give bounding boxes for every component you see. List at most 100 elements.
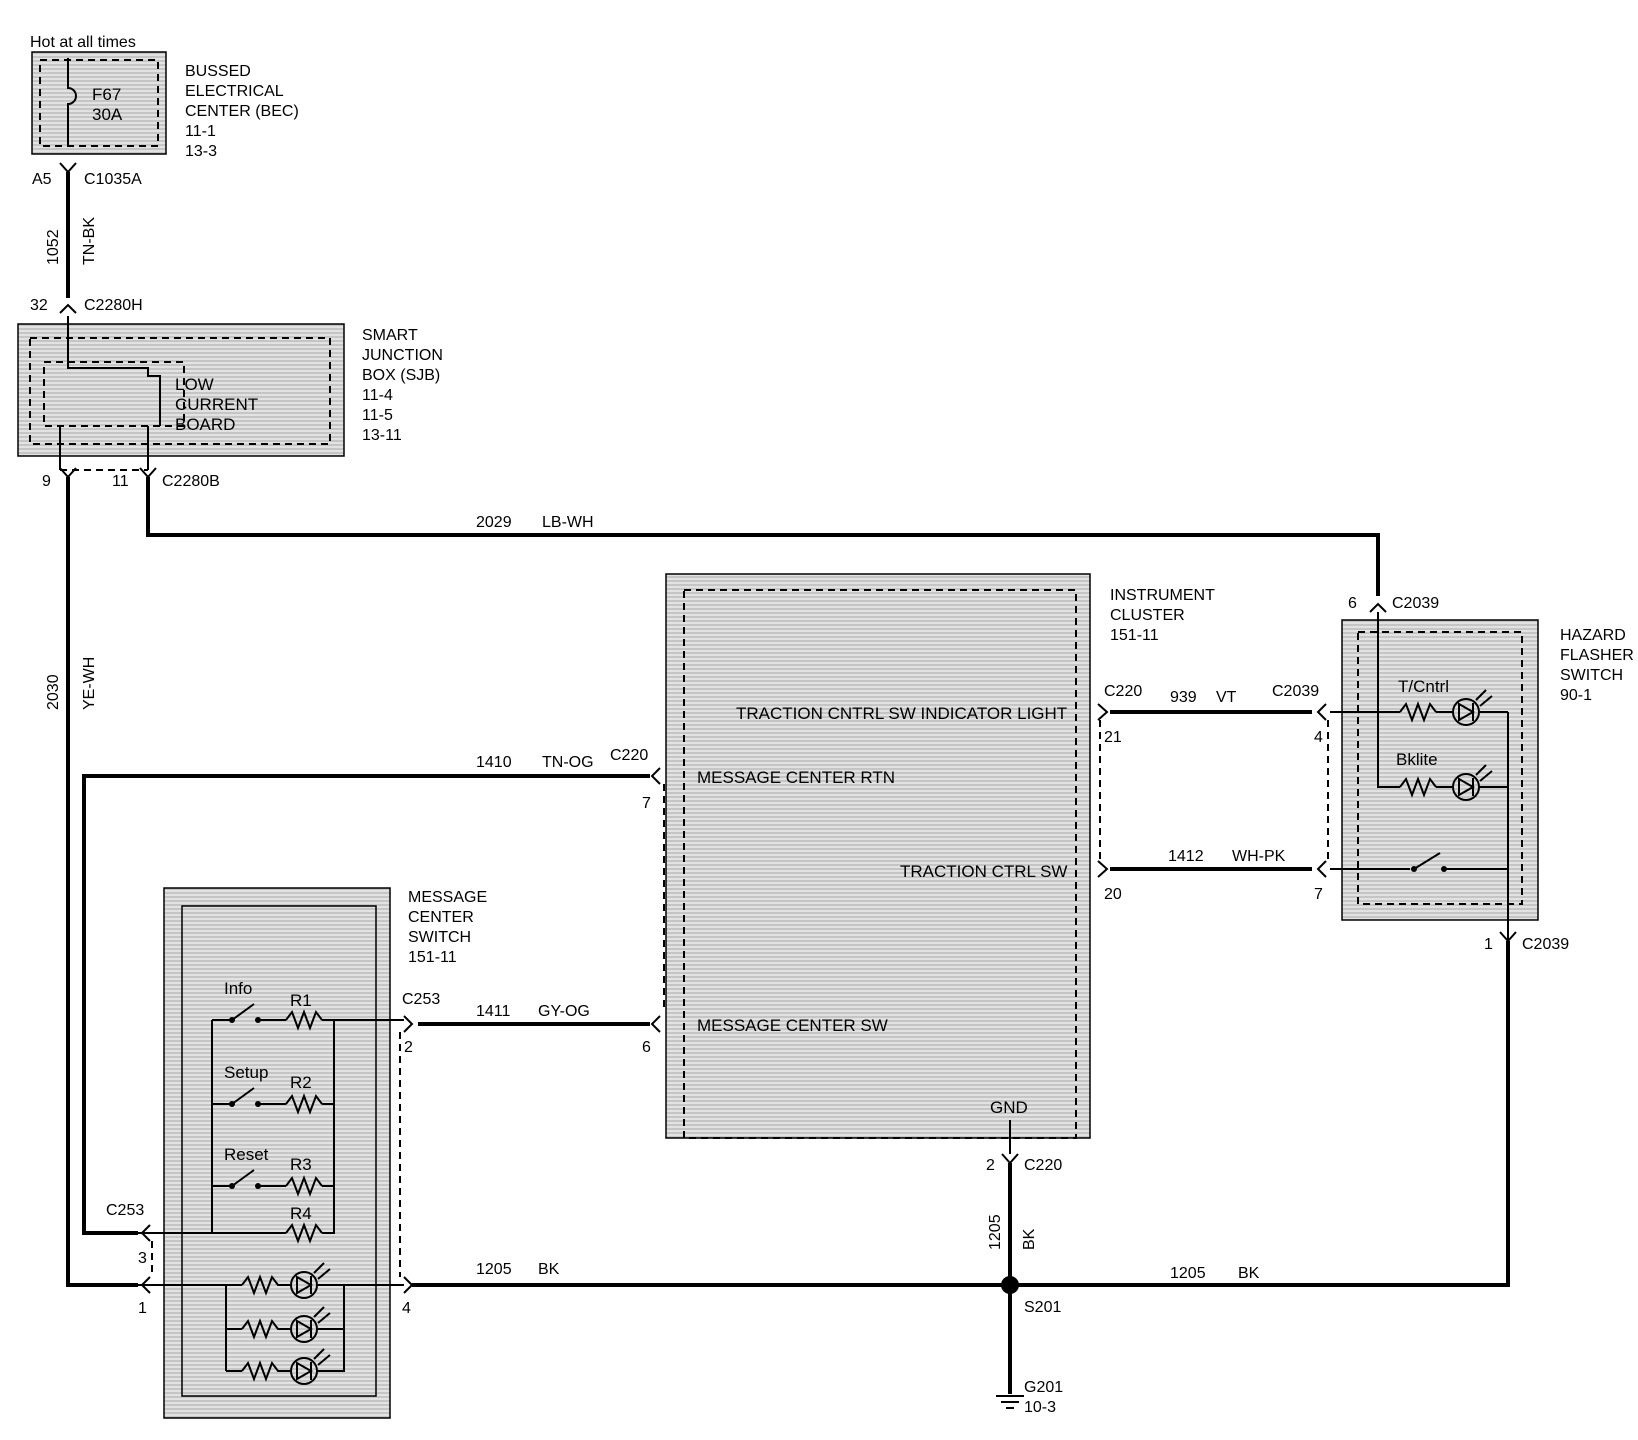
cluster-msg-sw: MESSAGE CENTER SW	[697, 1016, 888, 1035]
bec-name-4: 11-1	[185, 123, 216, 140]
cluster-gnd: GND	[990, 1098, 1028, 1117]
hazard-top-pin: 6	[1348, 595, 1357, 612]
cluster-c220-left: C220	[610, 747, 648, 764]
switch-reset-contact	[231, 1169, 255, 1187]
msg-switch-pin-1: 1	[138, 1300, 147, 1317]
resistor-bklite	[1399, 776, 1437, 798]
cluster-name-3: 151-11	[1110, 627, 1159, 644]
msg-switch-name-2: CENTER	[408, 909, 474, 926]
wire-1052-color: TN-BK	[81, 217, 98, 265]
wire-1205-color-vert: BK	[1021, 1228, 1038, 1250]
switch-setup-contact	[231, 1087, 255, 1105]
message-center-switch-component: Info R1 Setup R2 Reset R3 R4	[138, 887, 487, 1419]
instrument-cluster-component: TRACTION CNTRL SW INDICATOR LIGHT MESSAG…	[665, 573, 1215, 1139]
msg-switch-pin-2: 2	[404, 1039, 413, 1056]
hazard-name-4: 90-1	[1560, 687, 1592, 704]
cluster-pin6-symbol	[650, 1015, 661, 1033]
ground-ref: 10-3	[1024, 1399, 1056, 1416]
wire-1205-color-left: BK	[538, 1261, 560, 1278]
cluster-pin-20: 20	[1104, 886, 1122, 903]
wire-1411-circuit: 1411	[476, 1003, 511, 1020]
msg-switch-pin-4: 4	[402, 1300, 411, 1317]
msg-switch-pin1-symbol	[140, 1276, 151, 1294]
ground-symbol-icon	[996, 1395, 1024, 1409]
wire-1205-circuit-right: 1205	[1170, 1265, 1206, 1282]
cluster-pin7-symbol	[650, 767, 661, 785]
bec-name-3: CENTER (BEC)	[185, 103, 299, 120]
msg-switch-r2: R2	[290, 1073, 312, 1092]
hazard-c2039-bottom: C2039	[1522, 936, 1569, 953]
cluster-name-2: CLUSTER	[1110, 607, 1185, 624]
wire-1412-circuit: 1412	[1168, 848, 1204, 865]
hazard-lamp-2: Bklite	[1396, 750, 1438, 769]
msg-switch-r3: R3	[290, 1155, 312, 1174]
cluster-pin-21: 21	[1104, 729, 1122, 746]
wire-2029-color: LB-WH	[542, 514, 594, 531]
wire-2029-circuit: 2029	[476, 514, 512, 531]
cluster-msg-rtn: MESSAGE CENTER RTN	[697, 768, 895, 787]
sjb-name-5: 11-5	[362, 407, 393, 424]
cluster-name-1: INSTRUMENT	[1110, 587, 1215, 604]
msg-switch-name-4: 151-11	[408, 949, 457, 966]
wire-1205	[412, 941, 1510, 1287]
cluster-pin-2: 2	[986, 1157, 995, 1174]
msg-switch-pin2-symbol	[403, 1015, 414, 1033]
sjb-top-pin: 32	[30, 297, 48, 314]
cluster-gnd-pin2-symbol	[1001, 1153, 1019, 1165]
fuse-id: F67	[92, 85, 121, 104]
msg-switch-c253-left: C253	[106, 1202, 144, 1219]
bec-hot-label: Hot at all times	[30, 34, 136, 51]
hazard-switch-component: T/Cntrl Bklite HAZARD FLASHER SWITCH 90-…	[1330, 612, 1634, 940]
msg-switch-c253-right: C253	[402, 991, 440, 1008]
wire-939-color: VT	[1216, 689, 1237, 706]
resistor-r2	[285, 1093, 323, 1115]
bec-connector: C1035A	[84, 171, 142, 188]
msg-switch-r1: R1	[290, 991, 312, 1010]
wire-1410-circuit: 1410	[476, 754, 512, 771]
cluster-traction-light: TRACTION CNTRL SW INDICATOR LIGHT	[736, 704, 1067, 723]
resistor-r4	[285, 1222, 323, 1244]
sjb-board-3: BOARD	[175, 415, 235, 434]
hazard-name-1: HAZARD	[1560, 627, 1626, 644]
msg-switch-name-1: MESSAGE	[408, 889, 487, 906]
splice-s201	[1001, 1276, 1019, 1294]
msg-switch-info: Info	[224, 979, 252, 998]
sjb-pin-9: 9	[42, 473, 51, 490]
fuse-symbol	[67, 58, 77, 146]
hazard-pin-7: 7	[1314, 886, 1323, 903]
sjb-component: LOW CURRENT BOARD SMART JUNCTION BOX (SJ…	[17, 316, 443, 471]
wire-2030-color: YE-WH	[81, 657, 98, 710]
wire-1052-circuit: 1052	[45, 229, 62, 265]
hazard-c2039-top: C2039	[1392, 595, 1439, 612]
hazard-name-2: FLASHER	[1560, 647, 1634, 664]
hazard-pin-4: 4	[1314, 729, 1323, 746]
msg-switch-r4: R4	[290, 1204, 312, 1223]
wire-1205-circuit-vert: 1205	[987, 1214, 1004, 1250]
wire-1205-circuit-left: 1205	[476, 1261, 512, 1278]
msg-switch-setup: Setup	[224, 1063, 268, 1082]
hazard-pin-1: 1	[1484, 936, 1493, 953]
cluster-pin21-symbol	[1097, 703, 1109, 721]
connector-c2280h-symbol	[59, 303, 77, 314]
cluster-c220-right: C220	[1104, 683, 1142, 700]
msg-switch-pin3-symbol	[140, 1224, 151, 1242]
bec-name-2: ELECTRICAL	[185, 83, 284, 100]
wire-1410	[82, 774, 650, 1235]
sjb-name-2: JUNCTION	[362, 347, 443, 364]
hazard-c2039-left: C2039	[1272, 683, 1319, 700]
hazard-switch-contact	[1413, 852, 1441, 870]
sjb-name-1: SMART	[362, 327, 418, 344]
sjb-name-3: BOX (SJB)	[362, 367, 440, 384]
wire-2030	[66, 477, 138, 1287]
wire-1412-color: WH-PK	[1232, 848, 1286, 865]
sjb-board-2: CURRENT	[175, 395, 258, 414]
sjb-top-connector: C2280H	[84, 297, 143, 314]
msg-switch-reset: Reset	[224, 1145, 269, 1164]
cluster-pin20-symbol	[1097, 860, 1109, 878]
fuse-rating: 30A	[92, 105, 123, 124]
sjb-pin-11: 11	[112, 473, 129, 490]
bec-component: Hot at all times F67 30A BUSSED ELECTRIC…	[30, 34, 299, 160]
wire-2029	[146, 477, 1380, 596]
hazard-pin6-symbol	[1369, 602, 1387, 613]
connector-c1035a-symbol	[59, 162, 77, 174]
